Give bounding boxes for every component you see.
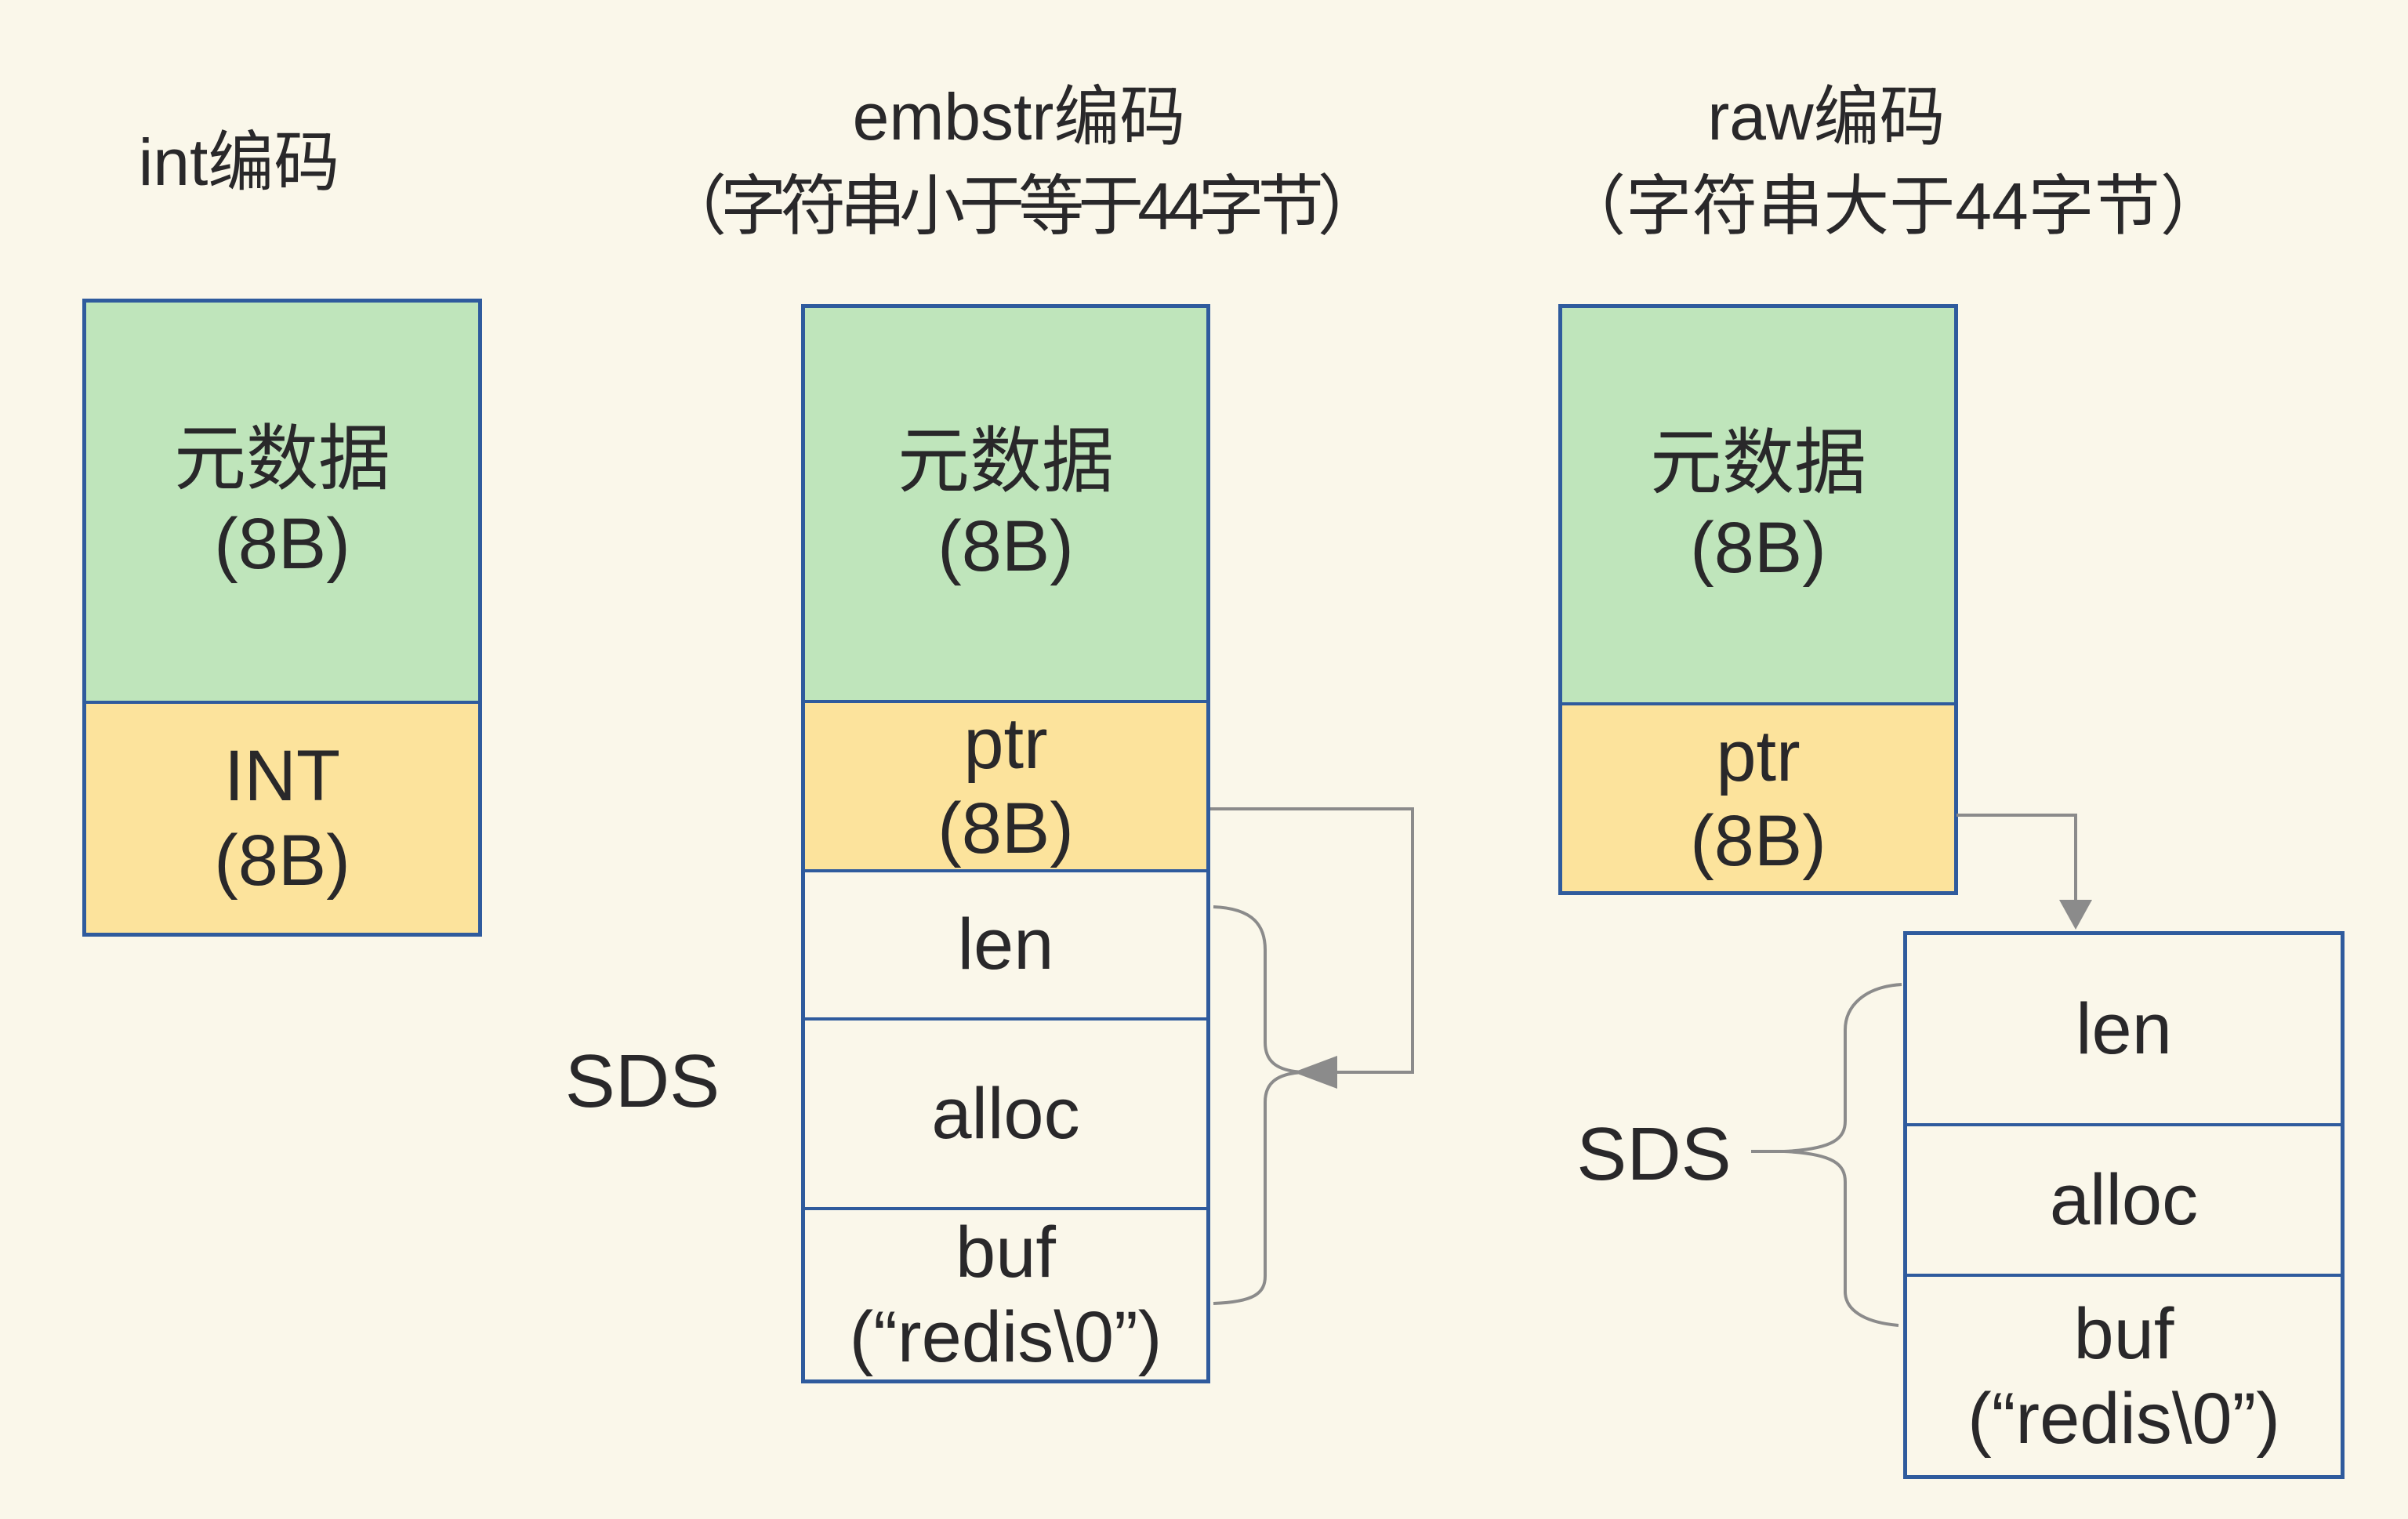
embstr-encoding-box: 元数据 (8B) ptr (8B) len alloc buf (“redis\… [801, 304, 1210, 1383]
int-value-size: (8B) [214, 821, 350, 901]
title-raw-encoding: raw编码 [1707, 80, 1946, 154]
raw-len-cell: len [1907, 935, 2341, 1123]
int-value-label: INT [223, 736, 341, 816]
raw-ptr-cell: ptr (8B) [1562, 702, 1954, 891]
title-embstr-line2: （字符串小于等于44字节） [661, 169, 1383, 243]
raw-ptr-label: ptr [1716, 716, 1801, 796]
title-raw-encoding-subtitle: （字符串大于44字节） [1560, 169, 2226, 243]
embstr-alloc-cell: alloc [805, 1017, 1206, 1207]
embstr-buf-cell: buf (“redis\0”) [805, 1207, 1206, 1379]
raw-buf-cell: buf (“redis\0”) [1907, 1274, 2341, 1475]
title-embstr-line1: embstr编码 [852, 80, 1186, 154]
embstr-len-label: len [957, 905, 1054, 985]
raw-sds-box: len alloc buf (“redis\0”) [1903, 931, 2345, 1479]
embstr-sds-label: SDS [564, 1039, 720, 1123]
raw-metadata-size: (8B) [1690, 507, 1826, 588]
embstr-metadata-size: (8B) [937, 506, 1074, 586]
raw-ptr-size: (8B) [1690, 800, 1826, 881]
raw-metadata-label: 元数据 [1649, 422, 1866, 503]
raw-alloc-cell: alloc [1907, 1123, 2341, 1274]
title-int-encoding: int编码 [138, 125, 340, 199]
raw-sds-label: SDS [1576, 1112, 1732, 1196]
embstr-ptr-size: (8B) [937, 788, 1074, 868]
raw-ptr-arrow [1956, 814, 2077, 900]
embstr-ptr-arrowhead-icon [1293, 1056, 1337, 1089]
embstr-metadata-cell: 元数据 (8B) [805, 308, 1206, 700]
raw-sds-brace-icon [1783, 983, 1902, 1327]
int-value-cell: INT (8B) [86, 701, 478, 933]
raw-ptr-arrowhead-icon [2059, 900, 2092, 930]
int-metadata-cell: 元数据 (8B) [86, 303, 478, 701]
raw-buf-value: (“redis\0”) [1967, 1378, 2280, 1459]
raw-encoding-box: 元数据 (8B) ptr (8B) [1558, 304, 1958, 895]
embstr-buf-label: buf [956, 1213, 1056, 1292]
embstr-buf-value: (“redis\0”) [849, 1297, 1162, 1377]
title-embstr-encoding: embstr编码 （字符串小于等于44字节） [611, 72, 1427, 251]
raw-len-label: len [2076, 989, 2172, 1069]
embstr-len-cell: len [805, 868, 1206, 1017]
embstr-ptr-label: ptr [963, 703, 1048, 784]
embstr-ptr-cell: ptr (8B) [805, 699, 1206, 869]
embstr-metadata-label: 元数据 [897, 421, 1114, 502]
embstr-alloc-label: alloc [931, 1073, 1080, 1154]
raw-alloc-label: alloc [2049, 1160, 2199, 1240]
int-encoding-box: 元数据 (8B) INT (8B) [82, 299, 482, 937]
int-metadata-label: 元数据 [173, 419, 390, 499]
embstr-ptr-arrow [1210, 807, 1414, 1074]
embstr-sds-brace-icon [1213, 905, 1304, 1305]
raw-metadata-cell: 元数据 (8B) [1562, 308, 1954, 702]
raw-buf-label: buf [2073, 1293, 2174, 1374]
int-metadata-size: (8B) [214, 504, 350, 584]
